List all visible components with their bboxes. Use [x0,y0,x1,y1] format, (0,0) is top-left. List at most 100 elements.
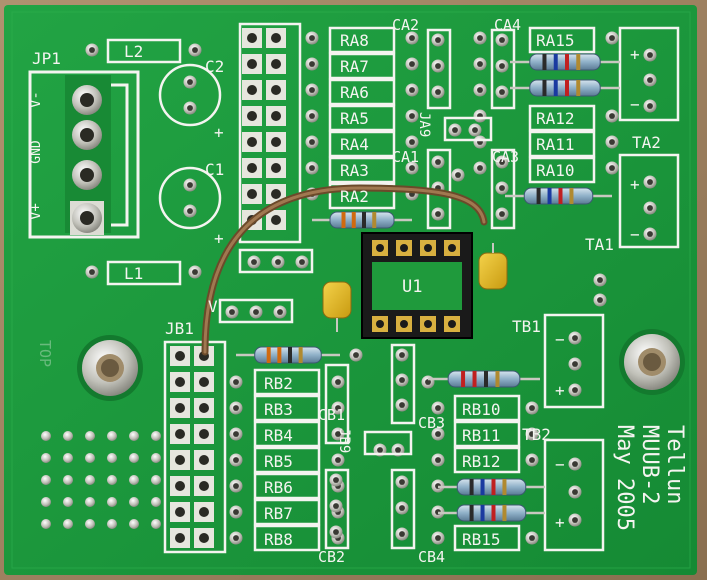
solder-pad [568,485,582,499]
label-rb15: RB15 [462,530,501,549]
proto-hole [41,497,51,507]
minus-ta2: − [630,95,640,114]
solder-pad [349,348,363,362]
solder-pad [188,43,202,57]
minus-tb1: − [555,330,565,349]
proto-hole [129,519,139,529]
connector-pin [72,160,102,190]
solder-pad [643,201,657,215]
solder-pad [85,43,99,57]
mounting-hole-right [619,329,685,395]
proto-hole [151,431,161,441]
solder-pad [395,527,409,541]
solder-pad [305,83,319,97]
label-top: TOP [36,340,54,367]
label-ra8: RA8 [340,31,369,50]
label-ra15: RA15 [536,31,575,50]
resistor [312,211,412,229]
proto-hole [63,519,73,529]
label-jp1: JP1 [32,49,61,68]
label-rb6: RB6 [264,478,293,497]
solder-pad [331,453,345,467]
resistor [505,187,612,205]
resistor [510,53,620,71]
proto-hole [63,497,73,507]
solder-pad [305,57,319,71]
label-ra2: RA2 [340,187,369,206]
solder-pad [431,453,445,467]
capacitor-yellow-1 [322,281,352,332]
solder-pad [229,375,243,389]
solder-pad [448,123,462,137]
label-v-plus: V+ [28,203,44,220]
proto-hole [85,519,95,529]
label-cb2: CB2 [318,548,345,566]
proto-hole [151,453,161,463]
label-ra6: RA6 [340,83,369,102]
proto-hole [151,475,161,485]
solder-pad [331,401,345,415]
solder-pad [643,99,657,113]
solder-pad [229,453,243,467]
label-v: V [208,297,218,316]
solder-pad [331,375,345,389]
solder-pad [395,398,409,412]
label-cb3: CB3 [418,414,445,432]
label-ra10: RA10 [536,161,575,180]
proto-hole [129,431,139,441]
label-l1: L1 [124,264,143,283]
label-cb4: CB4 [418,548,445,566]
proto-hole [151,497,161,507]
resistor [428,370,540,388]
solder-pad [605,135,619,149]
label-ca3: CA3 [492,148,519,166]
label-jb1: JB1 [165,319,194,338]
solder-pad [495,181,509,195]
solder-pad [495,207,509,221]
solder-pad [405,83,419,97]
label-tb1: TB1 [512,317,541,336]
label-rb5: RB5 [264,452,293,471]
proto-hole [85,497,95,507]
solder-pad [451,168,465,182]
solder-pad [605,109,619,123]
power-connector-block [28,70,140,239]
plus-ta2: + [630,45,640,64]
solder-pad [229,427,243,441]
solder-pad [229,401,243,415]
solder-pad [329,499,343,513]
label-ja9: JA9 [416,112,432,137]
label-ca4: CA4 [494,16,521,34]
label-ra11: RA11 [536,135,575,154]
solder-pad [605,31,619,45]
credit-line2: MUUB-2 [637,425,662,504]
solder-pads [85,31,657,545]
plus-c2: + [214,123,224,142]
proto-hole [129,453,139,463]
solder-pad [229,505,243,519]
solder-pad [495,59,509,73]
solder-pad [431,207,445,221]
label-ra12: RA12 [536,109,575,128]
label-rb8: RB8 [264,530,293,549]
solder-pad [643,48,657,62]
solder-pad [568,331,582,345]
solder-pad [271,255,285,269]
solder-pad [431,401,445,415]
connector-pin [72,85,102,115]
solder-pad [473,109,487,123]
silkscreen-labels: JP1 L2 L1 C2 C1 V- GND V+ CA2 CA4 CA1 CA… [28,16,687,566]
solder-pad [273,305,287,319]
label-rb10: RB10 [462,400,501,419]
label-ra7: RA7 [340,57,369,76]
proto-hole [63,431,73,441]
solder-pad [568,513,582,527]
label-gnd: GND [29,140,44,164]
label-rb12: RB12 [462,452,501,471]
proto-hole [63,453,73,463]
proto-hole [107,431,117,441]
label-ta2: TA2 [632,133,661,152]
label-v-minus: V- [28,91,44,108]
proto-hole [107,519,117,529]
